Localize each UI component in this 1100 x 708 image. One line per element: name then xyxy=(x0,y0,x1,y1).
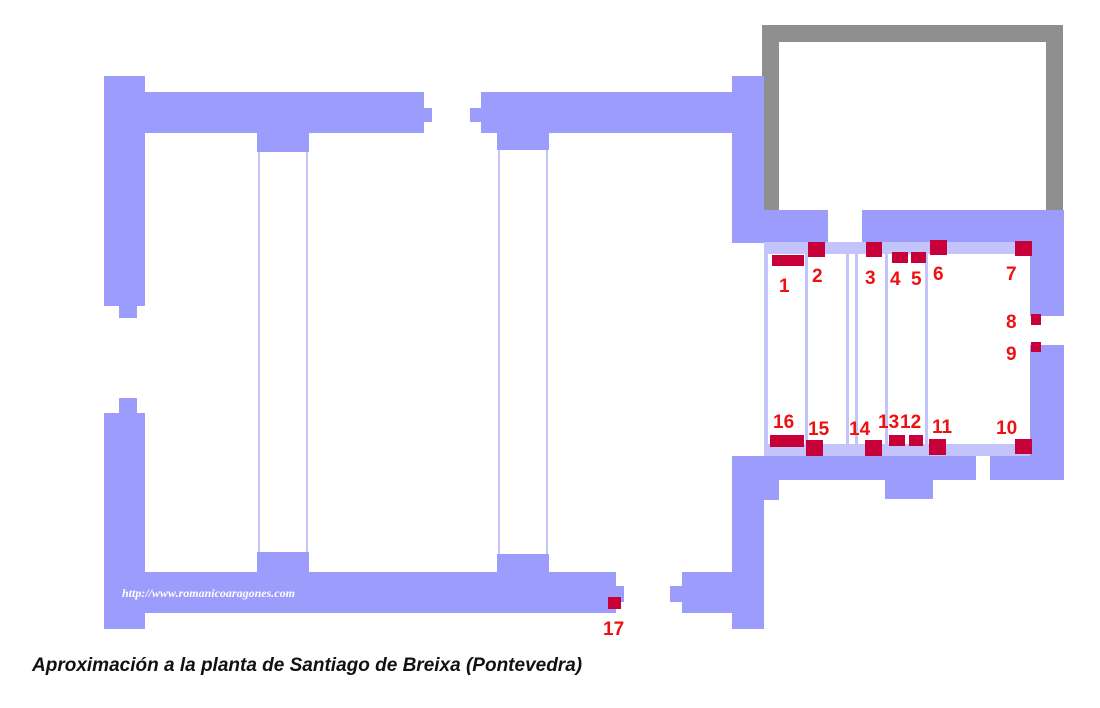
marker-17-shape xyxy=(608,597,621,609)
marker-12-shape xyxy=(909,435,923,446)
wall-segment xyxy=(119,398,137,416)
tower-wall-segment xyxy=(1046,25,1063,211)
marker-label-6: 6 xyxy=(933,264,944,285)
marker-14-shape xyxy=(865,440,882,456)
bench-segment xyxy=(546,150,548,554)
bench-segment xyxy=(258,152,260,552)
marker-11-shape xyxy=(929,439,946,455)
capital-markers xyxy=(608,240,1041,609)
wall-segment xyxy=(470,108,486,122)
marker-label-10: 10 xyxy=(996,418,1017,439)
wall-segment xyxy=(732,572,764,629)
marker-label-13: 13 xyxy=(878,412,899,433)
bench-segment xyxy=(764,254,768,444)
marker-label-2: 2 xyxy=(812,266,823,287)
marker-1-shape xyxy=(772,255,804,266)
wall-segment xyxy=(764,456,976,480)
bench-segment xyxy=(498,150,500,554)
bench-segment xyxy=(764,444,1030,456)
marker-16-shape xyxy=(770,435,804,447)
nave-walls xyxy=(104,76,764,629)
wall-segment xyxy=(885,480,933,499)
wall-segment xyxy=(497,133,549,150)
marker-2-shape xyxy=(808,242,825,257)
marker-label-17: 17 xyxy=(603,619,624,640)
wall-segment xyxy=(670,586,686,602)
marker-labels: 1 2 3 4 5 6 7 8 9 10 11 12 13 14 15 16 1… xyxy=(603,264,1017,640)
bench-segment xyxy=(885,254,888,444)
wall-segment xyxy=(732,456,764,572)
marker-label-8: 8 xyxy=(1006,312,1017,333)
marker-4-shape xyxy=(892,252,908,263)
wall-segment xyxy=(257,552,309,572)
bench-segment xyxy=(764,242,1030,254)
marker-label-16: 16 xyxy=(773,412,794,433)
marker-label-3: 3 xyxy=(865,268,876,289)
wall-segment xyxy=(732,133,764,243)
bench-segment xyxy=(855,254,858,444)
bench-segment xyxy=(846,254,849,444)
watermark-url: http://www.romanicoaragones.com xyxy=(122,586,295,600)
marker-15-shape xyxy=(806,440,823,456)
marker-label-12: 12 xyxy=(900,412,921,433)
wall-segment xyxy=(990,456,1064,480)
wall-segment xyxy=(481,92,764,133)
wall-segment xyxy=(1030,210,1064,316)
marker-6-shape xyxy=(930,240,947,255)
bench-segment xyxy=(925,254,928,444)
tower-wall-segment xyxy=(762,25,1063,42)
wall-segment xyxy=(257,133,309,152)
marker-7-shape xyxy=(1015,241,1032,256)
wall-segment xyxy=(497,554,549,572)
bell-tower xyxy=(762,25,1063,211)
marker-label-14: 14 xyxy=(849,419,871,440)
marker-label-9: 9 xyxy=(1006,344,1017,365)
marker-label-7: 7 xyxy=(1006,264,1017,285)
wall-segment xyxy=(104,572,616,613)
wall-segment xyxy=(410,108,432,122)
wall-segment xyxy=(764,210,828,242)
marker-5-shape xyxy=(911,252,926,263)
bench-segment xyxy=(306,152,308,552)
wall-segment xyxy=(764,480,779,500)
marker-label-15: 15 xyxy=(808,419,830,440)
bench-segment xyxy=(805,254,808,444)
marker-10-shape xyxy=(1015,439,1032,454)
marker-label-5: 5 xyxy=(911,269,922,290)
marker-3-shape xyxy=(866,242,882,257)
marker-label-11: 11 xyxy=(932,417,953,438)
wall-segment xyxy=(119,300,137,318)
marker-label-4: 4 xyxy=(890,269,901,290)
plan-caption: Aproximación a la planta de Santiago de … xyxy=(32,655,583,676)
nave-arches xyxy=(258,150,548,554)
marker-9-shape xyxy=(1031,342,1041,352)
apse-walls xyxy=(764,210,1064,500)
wall-segment xyxy=(104,92,424,133)
wall-segment xyxy=(732,76,764,133)
marker-13-shape xyxy=(889,435,905,446)
marker-8-shape xyxy=(1031,314,1041,325)
tower-wall-segment xyxy=(762,25,779,211)
marker-label-1: 1 xyxy=(779,276,790,297)
